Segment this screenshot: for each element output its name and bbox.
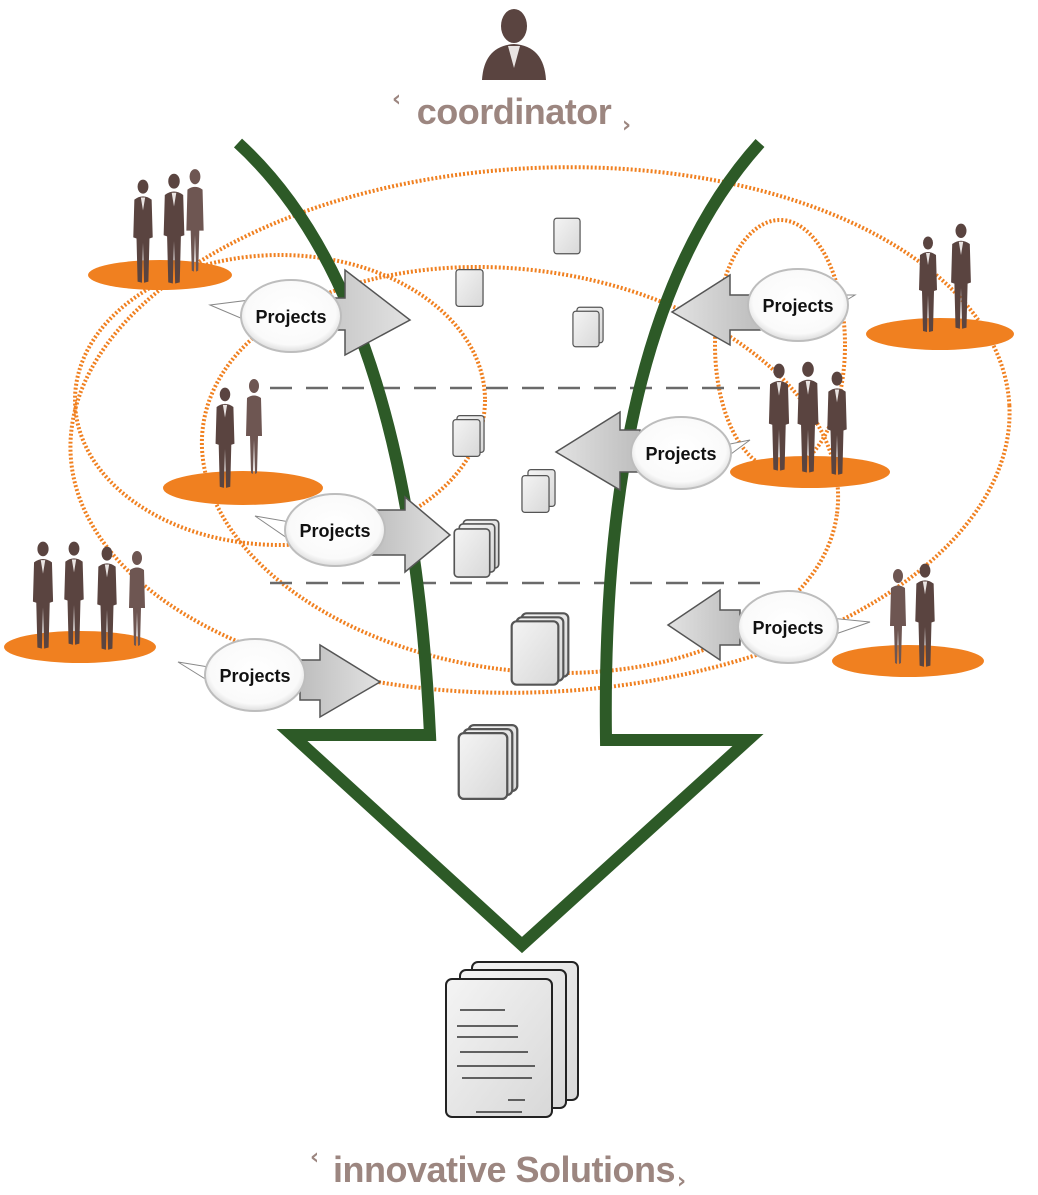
team-platform [88, 260, 232, 290]
project-arrow-left [554, 410, 641, 492]
funnel-arrow [233, 138, 765, 954]
solutions-document-icon [445, 961, 579, 1118]
coordinator-person-icon [481, 4, 547, 80]
team-platform [163, 471, 323, 505]
team-platform [4, 631, 156, 663]
document-stack-icon [452, 414, 485, 458]
team-icon [919, 223, 971, 332]
projects-bubble: Projects [737, 590, 871, 664]
document-icon [553, 217, 581, 255]
project-documents [452, 217, 604, 801]
project-arrow-left [666, 588, 741, 662]
network-ellipse-left [73, 253, 487, 547]
network-ellipse-mid [199, 265, 841, 675]
document-stack-icon [572, 306, 604, 348]
document-stack-icon [457, 723, 519, 801]
document-stack-icon [521, 468, 556, 514]
project-arrow-right [299, 643, 382, 719]
coordinator-label: ‹ coordinator › [392, 87, 631, 138]
team-platform [866, 318, 1014, 350]
network-ellipse-outer [68, 165, 1012, 695]
project-arrow-right [369, 495, 452, 574]
bubble-label: Projects [219, 666, 290, 686]
projects-bubble: Projects [630, 416, 751, 490]
bubble-label: Projects [762, 296, 833, 316]
team-platform [832, 645, 984, 677]
bubble-label: Projects [299, 521, 370, 541]
team-icon [133, 169, 204, 284]
chevron-left-icon: ‹ [392, 87, 401, 112]
team-platforms [4, 260, 1014, 677]
chevron-right-icon: › [677, 1169, 686, 1194]
document-stack-icon [510, 612, 570, 686]
project-arrow-left [670, 273, 761, 347]
projects-bubble: Projects [254, 493, 386, 567]
chevron-right-icon: › [622, 113, 631, 138]
document-icon [455, 268, 484, 308]
bubble-label: Projects [752, 618, 823, 638]
bubble-label: Projects [645, 444, 716, 464]
projects-bubble: Projects [177, 638, 306, 712]
chevron-left-icon: ‹ [310, 1145, 319, 1170]
solutions-label: ‹ innovative Solutions › [310, 1145, 686, 1194]
coordinator-title: coordinator [417, 91, 612, 132]
phase-separators [270, 386, 760, 585]
solutions-title: innovative Solutions [333, 1149, 675, 1190]
bubble-label: Projects [255, 307, 326, 327]
project-arrows [299, 268, 761, 719]
document-stack-icon [453, 519, 500, 578]
projects-bubble: Projects [747, 268, 857, 342]
projects-bubble: Projects [208, 279, 342, 353]
